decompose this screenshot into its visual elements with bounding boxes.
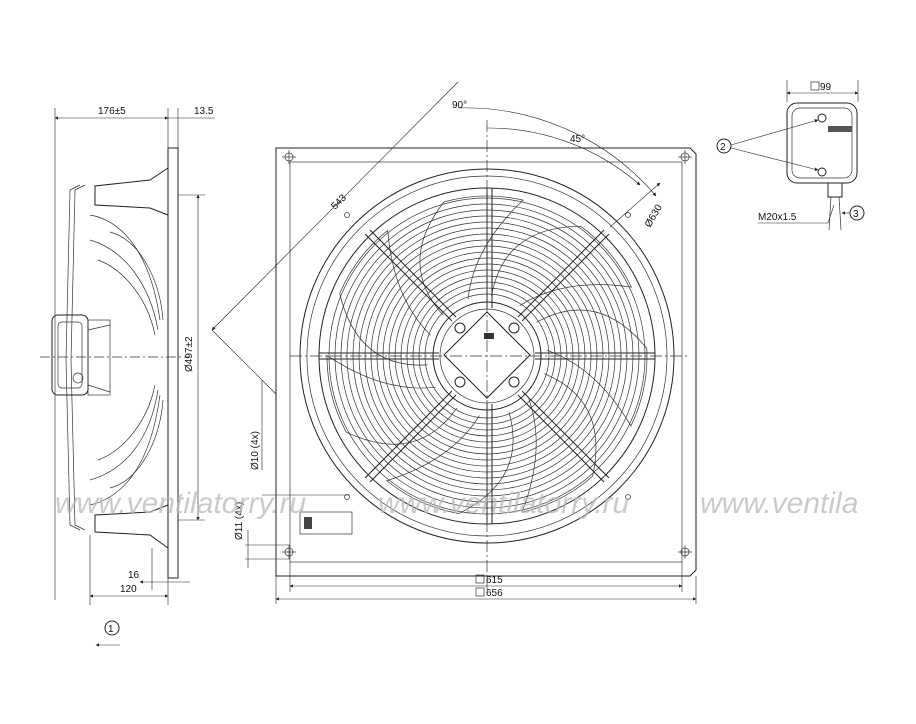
impeller-blade	[386, 411, 514, 514]
nozzle-bottom	[94, 504, 169, 549]
dim-angle-45: 45°	[570, 134, 585, 145]
svg-text:3: 3	[853, 209, 859, 220]
impeller-blade	[326, 354, 458, 445]
impeller-blade	[419, 195, 524, 316]
svg-text:2: 2	[720, 142, 726, 153]
dim-hole-d11: Ø11 (4x)	[234, 502, 245, 540]
callout-2	[716, 138, 732, 154]
svg-text:www.ventilatorry.ru: www.ventilatorry.ru	[378, 487, 629, 520]
dim-inner-square: 615	[486, 575, 503, 586]
svg-text:1: 1	[108, 624, 114, 635]
impeller-blade	[339, 229, 431, 366]
dim-outer-square: 656	[486, 588, 503, 599]
motor-housing-side	[51, 314, 89, 396]
impeller-blade	[521, 373, 597, 513]
svg-text:www.ventila: www.ventila	[700, 487, 858, 520]
callout-1	[104, 620, 120, 636]
dim-hole-d10: Ø10 (4x)	[250, 431, 261, 470]
impeller-blade	[491, 225, 633, 306]
dim-flange-thickness: 13.5	[194, 106, 214, 117]
nozzle-top	[94, 167, 169, 216]
svg-text:www.ventilatorry.ru: www.ventilatorry.ru	[55, 487, 306, 520]
dim-angle-90: 90°	[452, 100, 467, 111]
mounting-holes	[282, 150, 692, 559]
rating-label	[299, 511, 353, 535]
dim-bolt-circle: Ø630	[643, 202, 665, 229]
cable-gland	[827, 182, 843, 198]
side-view: 176±5 13.5 Ø497±2	[40, 106, 215, 647]
terminal-plate	[443, 311, 531, 399]
terminal-box	[786, 102, 858, 184]
dim-box-width: 99	[820, 82, 832, 93]
dim-depth-total: 176±5	[98, 106, 126, 117]
dim-motor-depth: 120	[120, 584, 137, 595]
dim-hub-depth: 16	[128, 570, 140, 581]
guard-grille-side	[65, 184, 81, 531]
watermark: www.ventilatorry.ru www.ventilatorry.ru …	[55, 487, 858, 520]
dim-diagonal: 543	[329, 192, 349, 212]
dim-cable-gland: M20x1.5	[758, 212, 797, 223]
terminal-box-detail: 99 2 M20x1.5 3	[716, 80, 865, 231]
front-view: 543 90° 45° Ø630 Ø10 (4x) Ø11 (4x) 615 6…	[211, 81, 697, 604]
mounting-plate-side	[167, 147, 179, 579]
impeller-blades	[326, 195, 648, 514]
dim-nozzle-diameter: Ø497±2	[184, 336, 195, 372]
impeller-blade	[536, 309, 648, 427]
guard-spokes	[319, 188, 655, 524]
